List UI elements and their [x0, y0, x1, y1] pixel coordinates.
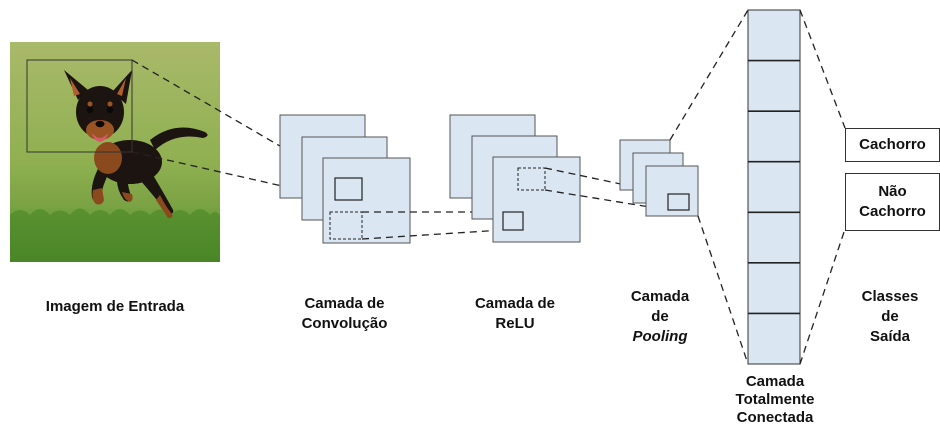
output-label-line2: de — [881, 308, 899, 325]
pooling-label-line1: Camada — [630, 288, 690, 305]
conv-layer-stack — [279, 114, 411, 244]
fc-label-line2: Totalmente — [735, 391, 815, 408]
fc-label-line1: Camada — [745, 373, 805, 390]
output-class-dog-label: Cachorro — [859, 136, 926, 153]
input-label: Imagem de Entrada — [20, 297, 210, 317]
output-label: Classes de Saída — [840, 287, 940, 347]
fc-label: Camada Totalmente Conectada — [715, 373, 835, 427]
pooling-layer-stack — [619, 139, 699, 217]
connector-pool-fc — [669, 9, 749, 365]
output-class-dog: Cachorro — [845, 128, 940, 162]
relu-layer-stack — [449, 114, 581, 243]
dog-icon — [64, 70, 208, 218]
input-receptive-field — [26, 59, 133, 153]
output-label-line1: Classes — [861, 288, 919, 305]
conv-label-line1: Camada de — [304, 295, 385, 312]
output-class-not-dog-line2: Cachorro — [859, 203, 926, 220]
relu-label-line2: ReLU — [495, 315, 535, 332]
pooling-label-line2: de — [651, 308, 669, 325]
fully-connected-layer — [747, 9, 801, 365]
pooling-label: Camada de Pooling — [605, 287, 715, 347]
relu-label: Camada de ReLU — [455, 294, 575, 334]
output-label-line3: Saída — [869, 328, 911, 345]
conv-label: Camada de Convolução — [282, 294, 407, 334]
input-label-text: Imagem de Entrada — [45, 298, 185, 315]
input-image — [10, 42, 220, 262]
conv-label-line2: Convolução — [301, 315, 388, 332]
connector-fc-output — [799, 9, 846, 365]
output-class-not-dog: Não Cachorro — [845, 173, 940, 231]
output-class-not-dog-line1: Não — [878, 183, 907, 200]
connector-relu-pool — [544, 167, 669, 211]
fc-label-line3: Conectada — [736, 409, 814, 426]
pooling-label-line3: Pooling — [632, 328, 688, 345]
relu-label-line1: Camada de — [474, 295, 556, 312]
